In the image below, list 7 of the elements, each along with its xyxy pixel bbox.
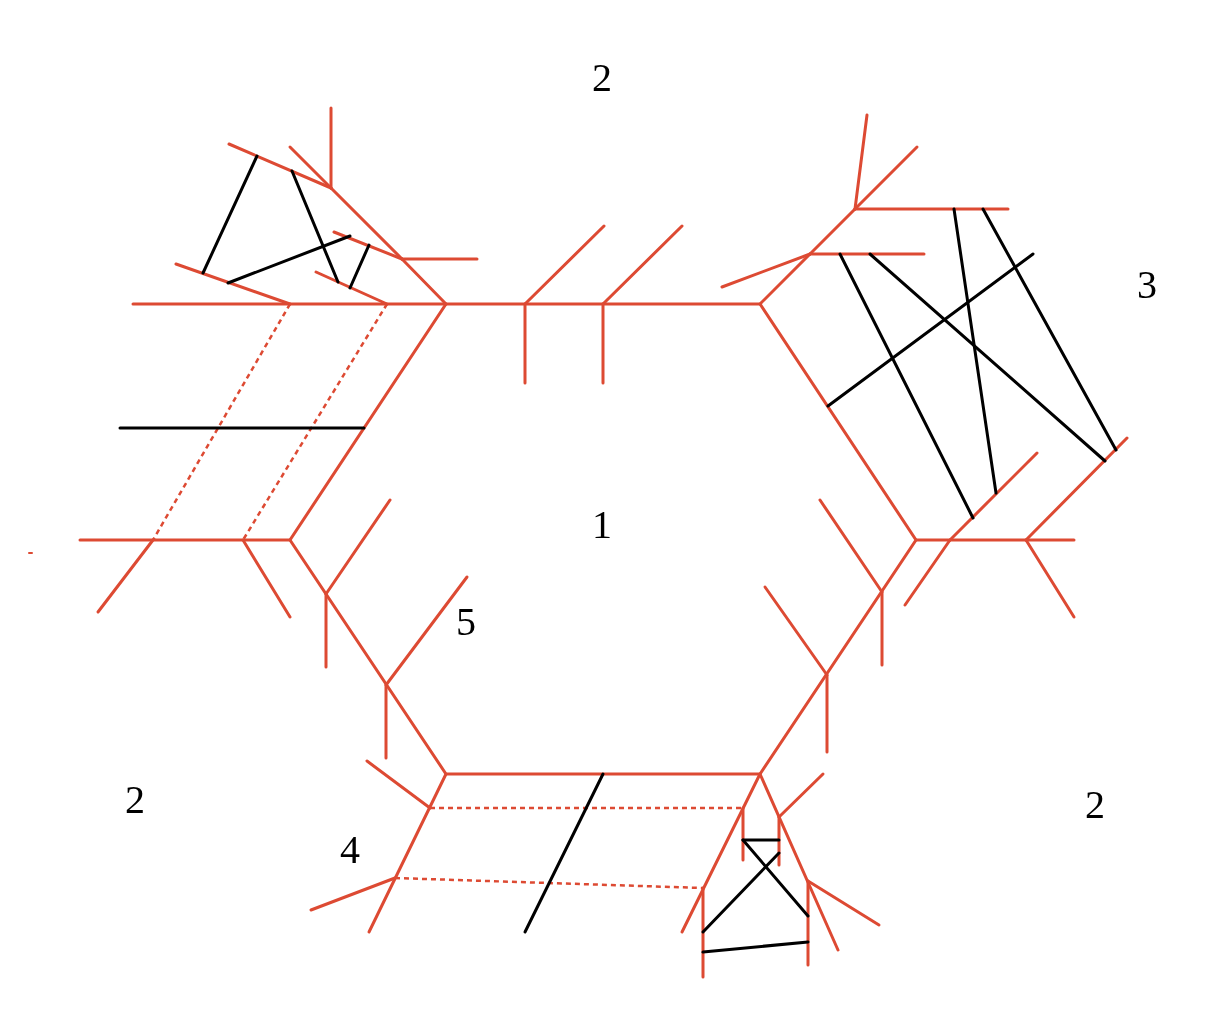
number-label: 2 xyxy=(1085,785,1105,825)
number-label: 5 xyxy=(456,602,476,642)
number-label: 2 xyxy=(125,780,145,820)
number-label: 2 xyxy=(592,58,612,98)
number-label: 1 xyxy=(592,505,612,545)
number-label: 4 xyxy=(340,830,360,870)
number-label: 3 xyxy=(1137,265,1157,305)
